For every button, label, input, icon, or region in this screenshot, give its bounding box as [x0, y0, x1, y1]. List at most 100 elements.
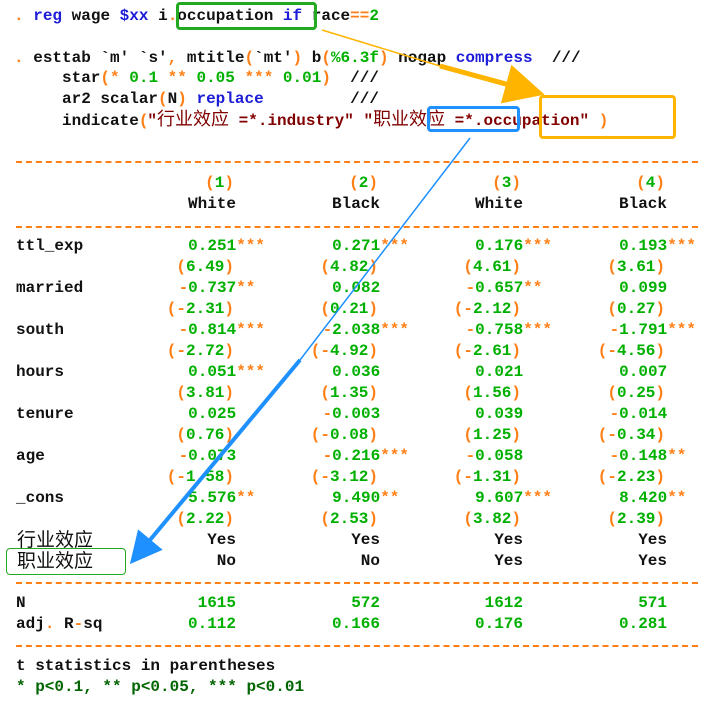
coefficient: 8.420**: [619, 489, 687, 507]
t-statistic: (0.25): [607, 384, 665, 402]
column-title: White: [188, 194, 236, 214]
column-title: White: [475, 194, 523, 214]
rule-top: [16, 161, 698, 163]
coefficient: -0.058: [465, 447, 524, 465]
t-statistic: (1.25): [463, 426, 521, 444]
coefficient: -0.758***: [465, 321, 552, 339]
t-statistic: (4.61): [463, 258, 521, 276]
paren: ): [292, 49, 303, 67]
column-title: Black: [619, 194, 667, 214]
t-statistic: (-1.31): [453, 468, 521, 486]
t-statistic: (2.39): [607, 510, 665, 528]
opt-mtitle: mtitle: [186, 49, 245, 67]
stat-value: 0.166: [331, 615, 380, 633]
prompt-dot: .: [14, 49, 24, 67]
highlight-box-occupation-row-label: [6, 548, 126, 575]
factor-i: i: [158, 7, 168, 25]
t-statistic: (3.61): [607, 258, 665, 276]
col-number: 1: [214, 174, 225, 192]
coefficient: 0.039: [475, 405, 524, 423]
coefficient: 0.051***: [188, 363, 265, 381]
coefficient: -0.073: [178, 447, 237, 465]
t-statistic: (0.21): [320, 300, 378, 318]
coefficient: 0.082: [332, 279, 381, 297]
paren: (: [321, 49, 331, 67]
row-label: age: [16, 447, 45, 465]
coefficient: 0.099: [619, 279, 668, 297]
col-number: 3: [501, 174, 512, 192]
rule-indicators: [16, 582, 698, 584]
footnote-significance: * p<0.1, ** p<0.05, *** p<0.01: [16, 678, 305, 696]
indicate-label-industry: 行业效应: [157, 109, 230, 130]
t-statistic: (-4.56): [597, 342, 665, 360]
indicate-industry-pattern: =*.industry": [229, 112, 354, 130]
indicate-occupation-pattern: *.occupation: [464, 112, 580, 130]
t-statistic: (-3.12): [310, 468, 378, 486]
coefficient: -0.737**: [178, 279, 256, 297]
opt-ar2: ar2: [62, 90, 91, 108]
star-2: **: [167, 69, 187, 87]
t-statistic: (1.35): [320, 384, 378, 402]
row-label: ttl_exp: [16, 237, 84, 255]
paren: (: [244, 49, 255, 67]
t-statistic: (-2.12): [453, 300, 521, 318]
opt-indicate: indicate: [62, 112, 139, 130]
mtitle-arg: `mt': [254, 49, 293, 67]
paren: (: [100, 69, 111, 87]
opt-scalar: scalar: [100, 90, 159, 108]
depvar: wage: [71, 7, 111, 25]
t-statistic: (-1.58): [166, 468, 234, 486]
t-statistic: (-2.61): [453, 342, 521, 360]
col-title: Black: [618, 195, 667, 213]
t-statistic: (0.27): [607, 300, 665, 318]
highlight-box-i-occupation: [176, 2, 317, 30]
coefficient: -0.003: [322, 405, 381, 423]
row-label: south: [16, 321, 65, 339]
stat-value: 0.281: [618, 615, 667, 633]
t-statistic: (6.49): [176, 258, 234, 276]
indicator-value: Yes: [494, 531, 523, 549]
t-statistic: (-0.08): [310, 426, 378, 444]
coefficient: 5.576**: [188, 489, 256, 507]
col-title: Black: [331, 195, 380, 213]
if-keyword: if: [282, 7, 303, 25]
cmd-reg: reg: [33, 7, 63, 25]
continuation: ///: [350, 90, 379, 108]
indicator-value: Yes: [638, 552, 667, 570]
row-label: _cons: [16, 489, 65, 507]
paren: (: [158, 90, 168, 108]
opt-nogap: nogap: [398, 49, 447, 67]
coefficient: 0.036: [332, 363, 381, 381]
coefficient: -0.148**: [609, 447, 687, 465]
paren: ): [177, 90, 187, 108]
continuation: ///: [350, 69, 379, 87]
col-title: White: [474, 195, 523, 213]
row-label: tenure: [16, 405, 74, 423]
coefficient: 0.007: [619, 363, 668, 381]
b-format: %6.3f: [330, 49, 379, 67]
row-label: hours: [16, 363, 65, 381]
paren: ): [321, 69, 331, 87]
indicator-value: No: [216, 552, 236, 570]
t-statistic: (-2.72): [166, 342, 234, 360]
star-3-level: 0.01: [282, 69, 322, 87]
opt-replace: replace: [196, 90, 264, 108]
paren: ): [378, 49, 389, 67]
stat-value: 572: [351, 594, 380, 612]
indicator-value: Yes: [351, 531, 380, 549]
stat-value: 0.176: [474, 615, 523, 633]
t-statistic: (0.76): [176, 426, 234, 444]
t-statistic: (-4.92): [310, 342, 378, 360]
scalar-arg: N: [167, 90, 178, 108]
highlight-box-occupation-label: [427, 106, 520, 132]
t-statistic: (3.81): [176, 384, 234, 402]
code-line-star: star(* 0.1 ** 0.05 *** 0.01) ///: [62, 68, 379, 88]
star-2-level: 0.05: [196, 69, 235, 87]
t-statistic: (2.53): [320, 510, 378, 528]
quote: ": [147, 112, 158, 130]
comma: ,: [167, 49, 178, 67]
cond-val: 2: [369, 7, 379, 25]
macro: $xx: [119, 7, 149, 25]
coefficient: 0.025: [188, 405, 237, 423]
